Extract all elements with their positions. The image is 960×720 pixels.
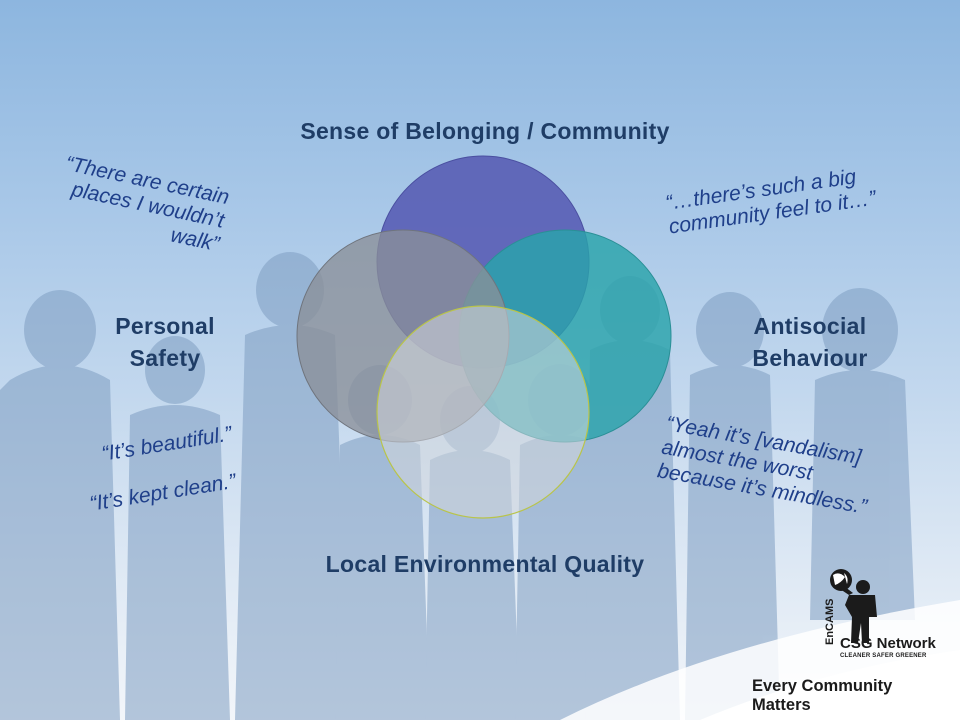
venn-circle-local-environmental-quality bbox=[376, 305, 590, 519]
label-antisocial-behaviour: Antisocial Behaviour bbox=[752, 313, 868, 371]
logo-name: CSG Network bbox=[840, 635, 936, 652]
logo-slogan: Every Community Matters bbox=[752, 677, 893, 714]
label-personal-safety: Personal Safety bbox=[115, 313, 215, 371]
csg-network-logo: EnCAMS CSG Network CLEANER SAFER GREENER… bbox=[745, 565, 950, 714]
person-with-globe-icon bbox=[830, 569, 877, 643]
label-local-environmental-quality: Local Environmental Quality bbox=[325, 551, 645, 577]
label-sense-of-belonging: Sense of Belonging / Community bbox=[300, 118, 670, 144]
logo-tagline: CLEANER SAFER GREENER bbox=[840, 653, 927, 659]
logo-vertical-text: EnCAMS bbox=[824, 598, 836, 645]
